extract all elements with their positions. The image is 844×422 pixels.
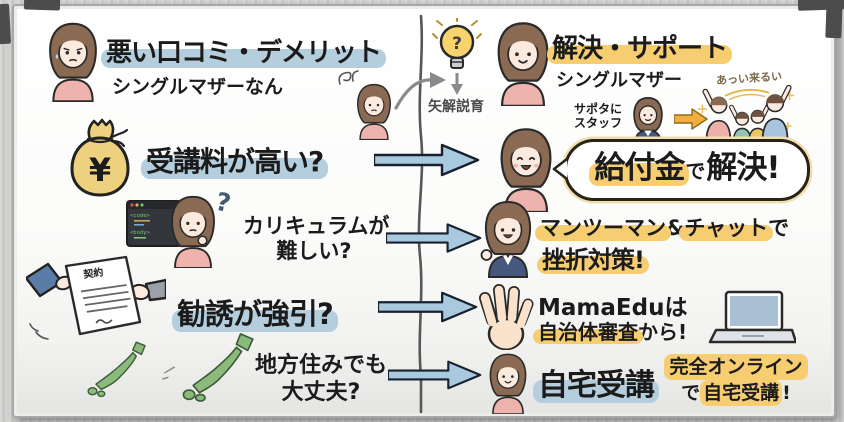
mamaedu-line1: MamaEduは: [538, 295, 688, 321]
japan-map-icon: [87, 333, 254, 402]
solution-speech-bubble: 給付金 で 解決!: [564, 139, 810, 201]
solicit-question: 勧誘が強引?: [172, 291, 338, 333]
happy-woman-avatar: [497, 22, 549, 106]
contract-hands-icon: 契約: [26, 255, 166, 340]
dizzy-squiggle-icon: [338, 70, 359, 85]
money-bag-icon: ¥: [70, 118, 130, 197]
bubble-benefit: 給付金: [589, 142, 690, 187]
family-celebration-icon: [698, 84, 795, 142]
right-arrow-row3: [386, 223, 482, 253]
bulb-question-mark: ?: [452, 34, 462, 54]
right-arrow-row4: [378, 291, 478, 323]
laptop-icon: [708, 290, 796, 344]
fee-question: 受講料が高い?: [140, 140, 329, 180]
corner-bracket-top-left-v: [0, 3, 12, 45]
left-title: 悪い口コミ・デメリット: [100, 32, 387, 69]
right-subtitle: シングルマザー: [556, 70, 682, 91]
rural-question: 地方住みでも 大丈夫?: [254, 353, 387, 405]
home-study-label: 自宅受講: [533, 360, 659, 404]
suit-woman-avatar: [480, 200, 532, 278]
curved-arrow-icon: [394, 72, 446, 110]
code-line-2: <body>: [130, 230, 151, 236]
code-window-icon: <code> <body>: [126, 200, 182, 247]
right-title: 解決・サポート: [546, 28, 733, 65]
corner-bracket-top-left-h: [23, 0, 61, 11]
down-arrow-icon: [451, 73, 463, 95]
staff-note: サポタに スタッフ: [574, 102, 623, 130]
small-staff-avatar: [633, 97, 663, 142]
left-title-text: 悪い口コミ・デメリット: [100, 32, 387, 69]
lightbulb-icon: ?: [432, 18, 482, 69]
code-line-1: <code>: [130, 213, 151, 219]
corner-bracket-top-right-v: [825, 0, 843, 39]
mamaedu-line2: 自治体審査から!: [533, 316, 687, 345]
contract-label: 契約: [83, 265, 105, 281]
right-arrow-row5: [388, 360, 482, 390]
small-worried-woman-avatar: [357, 83, 391, 140]
yellow-arrow-icon: [674, 108, 708, 130]
online-box: 完全オンライン で自宅受講!: [662, 354, 810, 406]
online-line2: で自宅受講!: [681, 380, 791, 406]
left-subtitle: シングルマザーなん: [112, 76, 284, 98]
support-line1: マンツーマン&チャットで: [535, 212, 789, 242]
home-woman-avatar: [489, 353, 527, 414]
online-line1: 完全オンライン: [664, 354, 808, 380]
curriculum-question: カリキュラムが 難しい?: [243, 214, 390, 263]
right-arrow-row2: [374, 143, 480, 177]
center-caption: 矢解説育: [428, 99, 484, 115]
palm-hand-icon: [479, 284, 534, 350]
bubble-tail: [552, 158, 568, 180]
worried-woman-avatar: [49, 22, 97, 102]
yen-symbol: ¥: [89, 151, 111, 189]
support-line2: 挫折対策!: [537, 240, 649, 275]
thinking-woman-avatar: [171, 195, 215, 268]
